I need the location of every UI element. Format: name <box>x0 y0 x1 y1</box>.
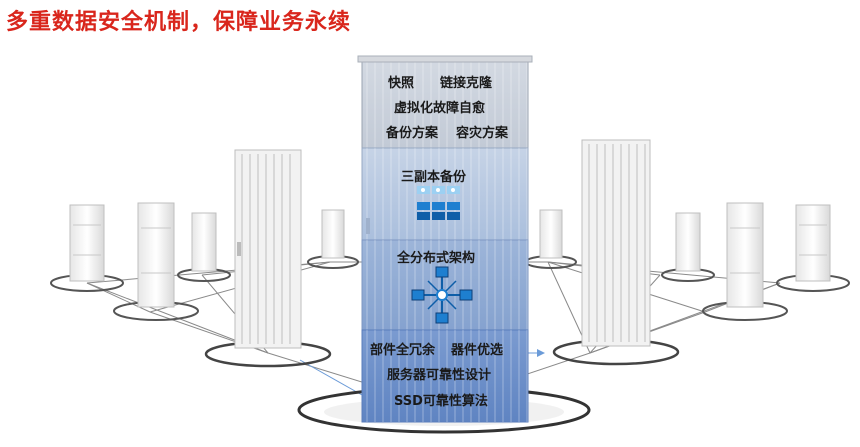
rack-left-far <box>50 204 124 292</box>
layer-top-line3b: 容灾方案 <box>456 126 509 141</box>
rack-left-big <box>204 149 332 368</box>
rack-left-2 <box>113 202 199 321</box>
layer-top-line1a: 快照 <box>388 76 415 91</box>
layer-top-line3a: 备份方案 <box>386 126 439 141</box>
rack-right-big <box>552 139 680 366</box>
layer-top-line1b: 链接克隆 <box>440 76 493 91</box>
rack-left-near <box>307 209 359 269</box>
arrow-right-icon <box>537 349 545 357</box>
layer-hardware-line1a: 部件全冗余 <box>370 343 436 358</box>
layer-top-line2: 虚拟化故障自愈 <box>394 101 486 116</box>
layer-distributed-label: 全分布式架构 <box>397 251 476 266</box>
replica-blocks-icon <box>417 186 460 220</box>
page-title: 多重数据安全机制，保障业务永续 <box>6 10 352 35</box>
layer-hardware-line3: SSD可靠性算法 <box>394 394 488 409</box>
rack-right-far <box>776 204 850 292</box>
rack-right-3 <box>661 212 715 282</box>
layer-hardware-line2: 服务器可靠性设计 <box>387 368 492 383</box>
layer-hardware-line1b: 器件优选 <box>451 343 504 358</box>
rack-right-near <box>525 209 577 269</box>
layer-replica-label: 三副本备份 <box>401 170 467 185</box>
distributed-network-icon <box>411 266 473 324</box>
rack-left-3 <box>177 212 231 282</box>
rack-right-2 <box>702 202 788 321</box>
